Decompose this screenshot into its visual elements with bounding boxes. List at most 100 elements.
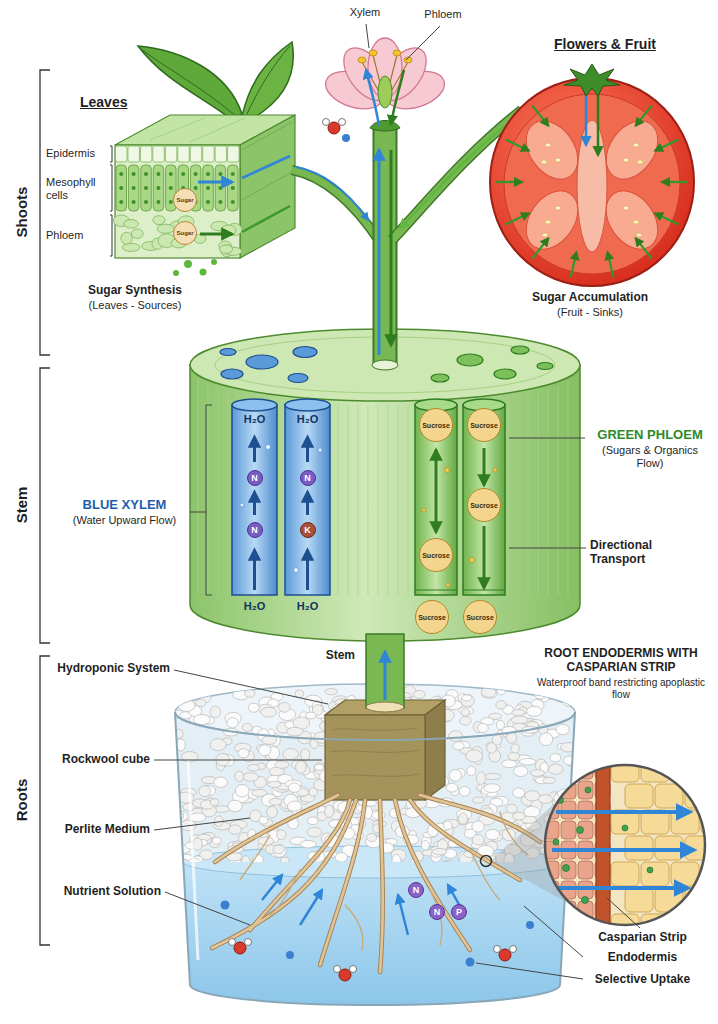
sieve-plate — [415, 590, 457, 591]
tomato-illustration — [623, 158, 629, 162]
perlite-pebble — [269, 798, 282, 805]
root — [345, 905, 363, 950]
xylem-arrow — [253, 550, 256, 590]
leaf-cells — [215, 165, 226, 211]
inset-magnifier — [491, 771, 590, 904]
sugar-dot — [446, 583, 450, 587]
stem-cross-section — [285, 399, 330, 411]
sugar-dot — [470, 558, 475, 563]
inset-magnifier — [481, 856, 492, 867]
water-molecule — [494, 946, 501, 953]
perlite-pebble — [439, 861, 455, 870]
stem-cross-section — [463, 405, 505, 595]
leader-line — [174, 670, 328, 704]
uptake-arrow — [398, 895, 408, 935]
caption-heading: Sugar Accumulation — [505, 290, 675, 304]
leaf-cells — [157, 224, 174, 233]
leaf-cells — [116, 165, 127, 211]
leaf-cells — [203, 146, 215, 162]
stem-fibers — [558, 386, 559, 596]
perlite-pebble — [485, 774, 501, 780]
leader-line — [190, 405, 212, 595]
lower-stem — [366, 634, 404, 708]
hydroponic-container — [332, 774, 420, 776]
stem-fibers — [198, 379, 199, 596]
endodermis-cell — [561, 861, 576, 879]
leaf-cross-section — [113, 115, 295, 276]
perlite-pebble — [513, 788, 525, 798]
tomato-illustration — [623, 206, 629, 210]
perlite-pebble — [172, 811, 183, 821]
flower-illustration — [370, 121, 400, 132]
xylem-section — [288, 374, 308, 383]
endodermis-cell — [561, 921, 576, 939]
phloem-section — [537, 363, 553, 370]
perlite-pebble — [259, 816, 268, 824]
leaf-cells — [190, 146, 202, 162]
lower-stem — [366, 634, 404, 712]
main-stem — [373, 128, 398, 365]
perlite-pebble — [213, 837, 222, 844]
leaf-cells — [220, 245, 233, 254]
part-label: Nutrient Solution — [36, 884, 161, 898]
caption-note: (Fruit - Sinks) — [505, 306, 675, 319]
perlite-pebble — [279, 702, 291, 712]
leader-line — [190, 405, 586, 595]
water-bubble — [240, 445, 322, 573]
inset-magnifier — [481, 758, 718, 939]
perlite-pebble — [242, 723, 252, 731]
stem-fibers — [398, 405, 399, 596]
hydroponic-container — [171, 650, 577, 1005]
perlite-pebble — [540, 690, 549, 703]
perlite-pebble — [277, 830, 286, 840]
perlite-pebble — [459, 787, 470, 797]
perlite-pebble — [174, 729, 184, 738]
leaf-cross-section — [211, 259, 217, 265]
sugar-dot — [445, 468, 450, 473]
lower-stem — [366, 702, 404, 712]
perlite-pebble — [200, 785, 216, 796]
stem-fibers — [338, 404, 339, 596]
water-bubble — [266, 445, 271, 450]
phloem-arrow — [483, 448, 486, 485]
stem-cross-section — [232, 399, 277, 411]
leaf-cells — [140, 146, 152, 162]
leaf-bracket — [110, 146, 112, 256]
phosphorus-ion: P — [451, 904, 467, 920]
sink-arrow — [532, 238, 548, 258]
leaf-cells — [218, 172, 222, 176]
inset-magnifier — [540, 760, 710, 930]
leaf-cells — [116, 146, 128, 162]
sugar-dot — [493, 468, 497, 472]
perlite-pebble — [446, 783, 458, 792]
leaf-cells — [228, 165, 239, 211]
stem-cross-section — [415, 405, 457, 595]
perlite-pebble — [473, 797, 485, 803]
leader-line — [154, 818, 250, 830]
leaf-cells — [113, 118, 292, 257]
ion-dot — [585, 787, 591, 793]
phloem-section — [494, 369, 516, 379]
sucrose-molecule: Sucrose — [419, 408, 453, 442]
perlite-pebble — [306, 712, 317, 719]
sucrose-molecule: Sucrose — [467, 408, 501, 442]
tissue-heading: BLUE XYLEM — [62, 497, 187, 513]
tomato-illustration — [516, 111, 669, 259]
tomato-illustration — [636, 233, 642, 237]
perlite-pebble — [367, 834, 377, 842]
sink-arrow — [636, 105, 652, 125]
heading: Leaves — [80, 94, 142, 111]
leaf-illustration — [138, 46, 242, 120]
leaf-cells — [144, 200, 148, 204]
node-text: Sugar — [176, 230, 193, 236]
section-bracket — [40, 70, 50, 355]
phloem-section — [511, 346, 529, 354]
ion-dot — [622, 825, 628, 831]
xylem-arrow — [306, 437, 309, 462]
leaf-cross-section — [242, 156, 290, 178]
leader-line — [366, 24, 369, 48]
leaf-cells — [203, 165, 214, 211]
tomato-illustration — [555, 158, 561, 162]
leaf-illustration — [242, 42, 293, 120]
part-label: Perlite Medium — [40, 822, 150, 836]
